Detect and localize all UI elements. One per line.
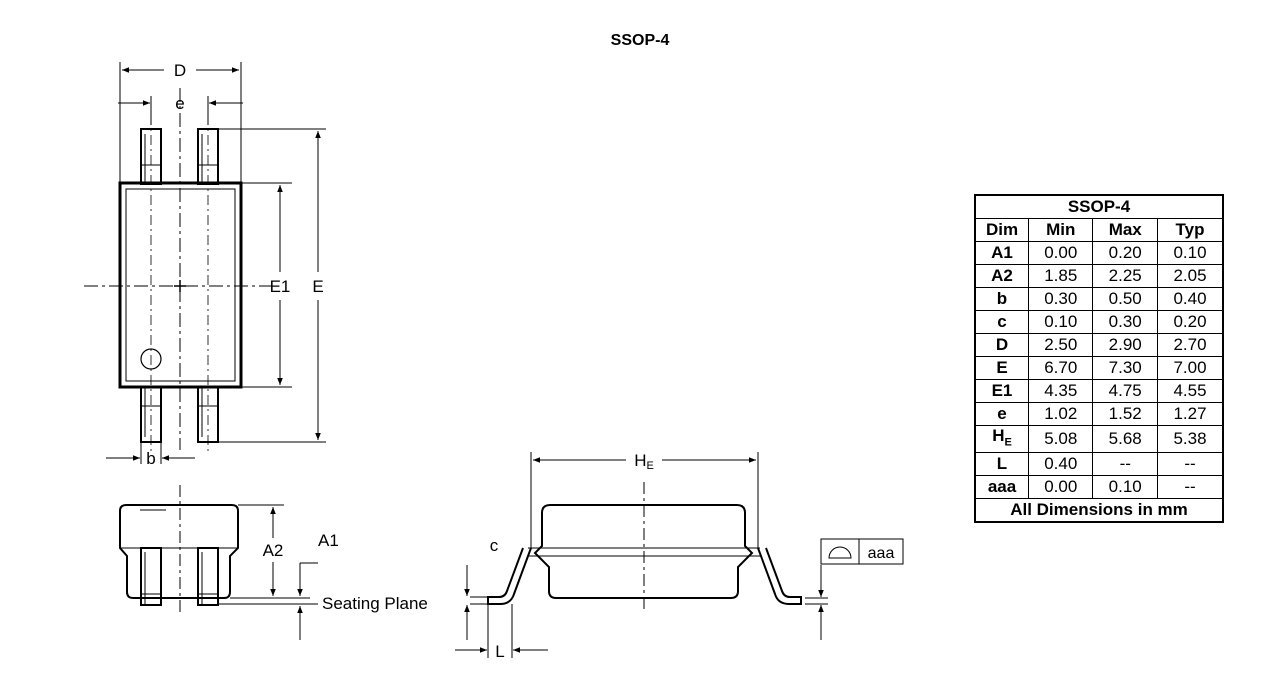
min-cell: 1.02 (1027, 402, 1094, 426)
dim-cell: c (974, 310, 1029, 334)
min-cell: 0.30 (1027, 287, 1094, 311)
typ-cell: -- (1156, 452, 1224, 477)
min-cell: 0.00 (1027, 475, 1094, 500)
end-view (119, 485, 318, 640)
table-footer: All Dimensions in mm (974, 498, 1224, 523)
dim-cell: E1 (974, 379, 1029, 403)
label-HE: HE (634, 451, 654, 472)
min-cell: 6.70 (1027, 356, 1094, 380)
top-view (84, 62, 326, 464)
min-cell: 2.50 (1027, 333, 1094, 357)
label-c: c (490, 536, 499, 555)
profile-of-surface-icon (828, 546, 852, 559)
dim-cell: A1 (974, 241, 1029, 265)
typ-cell: 0.10 (1156, 241, 1224, 265)
max-cell: 0.50 (1092, 287, 1158, 311)
gull-wing-lead-right (757, 547, 802, 605)
end-view-lead-left (140, 547, 162, 606)
column-header: Dim (974, 218, 1029, 242)
typ-cell: 1.27 (1156, 402, 1224, 426)
typ-cell: 4.55 (1156, 379, 1224, 403)
max-cell: 0.20 (1092, 241, 1158, 265)
typ-cell: 0.40 (1156, 287, 1224, 311)
min-cell: 0.40 (1027, 452, 1094, 477)
dim-cell: D (974, 333, 1029, 357)
column-header: Max (1092, 218, 1158, 242)
max-cell: 7.30 (1092, 356, 1158, 380)
label-D: D (174, 61, 186, 80)
label-A1: A1 (318, 531, 339, 550)
label-e: e (175, 94, 184, 113)
min-cell: 5.08 (1027, 424, 1094, 454)
max-cell: 0.30 (1092, 310, 1158, 334)
typ-cell: 2.70 (1156, 333, 1224, 357)
max-cell: 2.25 (1092, 264, 1158, 288)
label-b: b (146, 449, 155, 468)
min-cell: 1.85 (1027, 264, 1094, 288)
side-view (455, 452, 904, 658)
table-title: SSOP-4 (974, 194, 1224, 219)
max-cell: 2.90 (1092, 333, 1158, 357)
min-cell: 0.10 (1027, 310, 1094, 334)
typ-cell: 0.20 (1156, 310, 1224, 334)
end-view-lead-right (197, 547, 219, 606)
gull-wing-lead-left (487, 547, 532, 605)
max-cell: 1.52 (1092, 402, 1158, 426)
dim-cell: HE (974, 424, 1029, 454)
dim-cell: b (974, 287, 1029, 311)
typ-cell: 5.38 (1156, 424, 1224, 454)
dim-cell: L (974, 452, 1029, 477)
end-view-body (119, 504, 239, 599)
dim-cell: E (974, 356, 1029, 380)
column-header: Min (1027, 218, 1094, 242)
dim-cell: A2 (974, 264, 1029, 288)
drawing-title: SSOP-4 (610, 32, 670, 49)
typ-cell: -- (1156, 475, 1224, 500)
label-L: L (495, 642, 504, 661)
coplanarity-frame (820, 538, 904, 565)
label-seating-plane: Seating Plane (322, 594, 428, 613)
typ-cell: 7.00 (1156, 356, 1224, 380)
dim-cell: aaa (974, 475, 1029, 500)
label-E1: E1 (270, 277, 291, 296)
label-E: E (312, 277, 323, 296)
max-cell: 4.75 (1092, 379, 1158, 403)
min-cell: 0.00 (1027, 241, 1094, 265)
label-aaa: aaa (868, 545, 895, 562)
min-cell: 4.35 (1027, 379, 1094, 403)
dim-cell: e (974, 402, 1029, 426)
label-A2: A2 (263, 541, 284, 560)
max-cell: -- (1092, 452, 1158, 477)
max-cell: 5.68 (1092, 424, 1158, 454)
typ-cell: 2.05 (1156, 264, 1224, 288)
column-header: Typ (1156, 218, 1224, 242)
max-cell: 0.10 (1092, 475, 1158, 500)
